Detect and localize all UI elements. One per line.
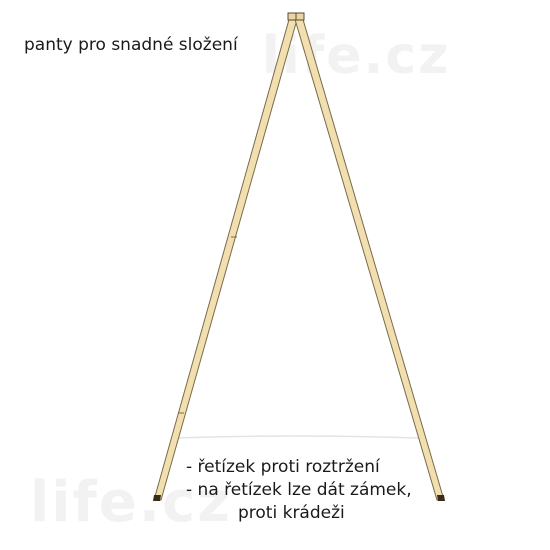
chain-label-line-3: proti krádeži — [238, 503, 345, 523]
watermark-bottom: life.cz — [30, 470, 232, 535]
left-leg — [153, 15, 299, 501]
chain-label-line-2: - na řetízek lze dát zámek, — [186, 480, 412, 500]
right-leg — [293, 15, 445, 501]
left-leg-foot — [153, 495, 161, 501]
watermark-top: life.cz — [262, 26, 451, 86]
chain-label-line-1: - řetízek proti roztržení — [186, 457, 380, 477]
chain — [175, 435, 419, 439]
hinge — [287, 12, 305, 21]
hinge-label: panty pro snadné složení — [24, 35, 238, 55]
chain-label: - řetízek proti roztržení - na řetízek l… — [186, 456, 412, 525]
right-leg-foot — [437, 495, 445, 501]
